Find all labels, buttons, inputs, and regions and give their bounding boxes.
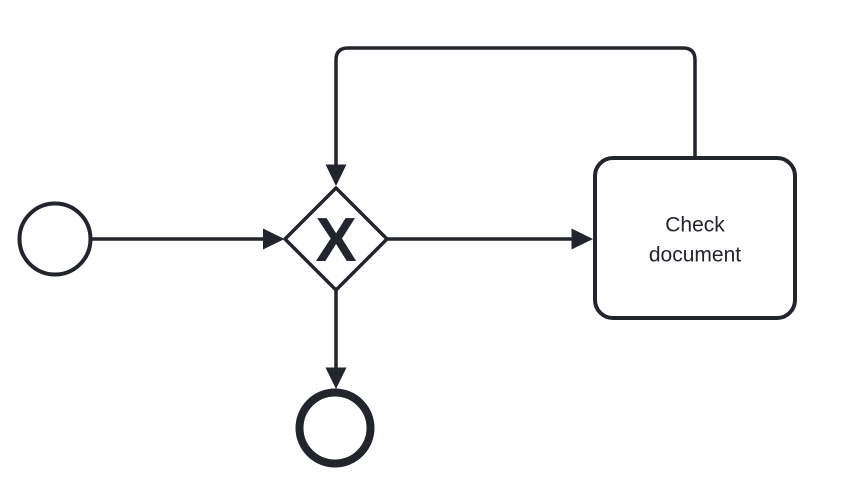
diagram-root: X Check document (17, 46, 797, 468)
task-label-line-2: document (649, 244, 741, 267)
sequence-flow-gateway-to-end[interactable] (325, 290, 347, 389)
task-shape[interactable] (593, 156, 797, 320)
exclusive-gateway[interactable]: X (283, 186, 389, 292)
arrowhead-icon (571, 228, 593, 250)
start-event[interactable] (17, 201, 93, 277)
task-label-line-1: Check (665, 214, 725, 237)
task-check-document[interactable]: Check document (593, 156, 797, 320)
arrowhead-icon (263, 228, 285, 250)
end-event[interactable] (295, 388, 375, 468)
sequence-flow-gateway-to-task[interactable] (387, 228, 593, 250)
flow-line[interactable] (334, 46, 697, 165)
sequence-flow-task-to-gateway-loop[interactable] (325, 46, 697, 186)
arrowhead-icon (325, 164, 347, 186)
gateway-diamond[interactable] (283, 186, 389, 292)
sequence-flow-start-to-gateway[interactable] (90, 228, 285, 250)
arrowhead-icon (325, 367, 347, 389)
exclusive-gateway-x-icon: X (315, 206, 356, 275)
